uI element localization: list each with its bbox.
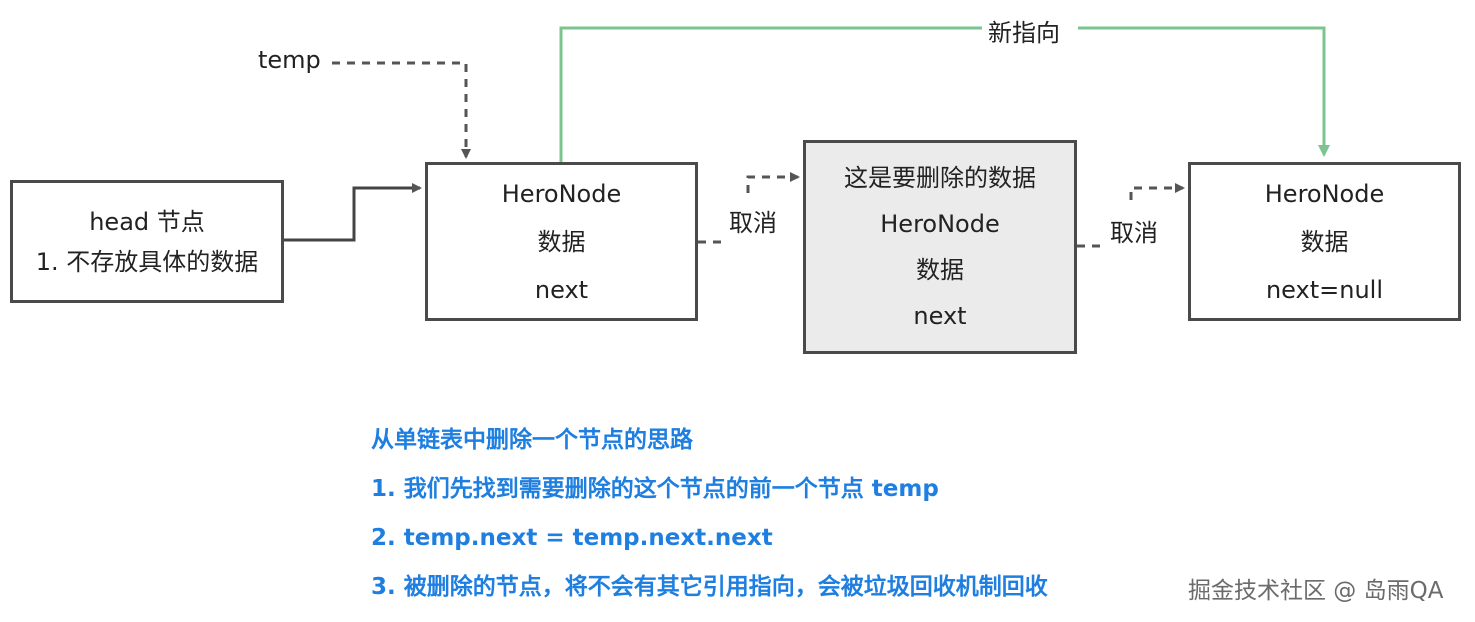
deleted-node: 这是要删除的数据 HeroNode 数据 next <box>803 140 1077 354</box>
head-node-desc: 1. 不存放具体的数据 <box>35 247 259 276</box>
cancel-label-1: 取消 <box>729 209 777 237</box>
notes-step-3: 3. 被删除的节点，将不会有其它引用指向，会被垃圾回收机制回收 <box>371 574 1048 600</box>
cancelled-link-1-arrow <box>746 172 800 193</box>
head-node: head 节点 1. 不存放具体的数据 <box>10 180 284 303</box>
last-node-next: next=null <box>1265 275 1384 304</box>
last-node-class: HeroNode <box>1264 179 1385 208</box>
cancelled-link-2-arrow <box>1129 183 1185 200</box>
temp-node: HeroNode 数据 next <box>425 162 698 321</box>
last-node-data: 数据 <box>1300 227 1349 256</box>
deleted-node-class: HeroNode <box>880 210 1000 238</box>
deleted-node-next: next <box>913 302 967 330</box>
head-to-node-arrow <box>284 183 422 242</box>
new-pointer-arrow <box>559 26 1330 162</box>
notes-step-1: 1. 我们先找到需要删除的这个节点的前一个节点 temp <box>371 476 939 502</box>
watermark: 掘金技术社区 @ 岛雨QA <box>1188 578 1444 604</box>
deleted-node-note: 这是要删除的数据 <box>844 164 1036 192</box>
temp-pointer-arrow <box>332 61 471 159</box>
temp-node-class: HeroNode <box>501 179 622 208</box>
new-pointer-label-bg <box>982 12 1078 44</box>
last-node: HeroNode 数据 next=null <box>1188 162 1461 321</box>
head-node-title: head 节点 <box>89 207 205 236</box>
deleted-node-data: 数据 <box>916 256 964 284</box>
explanation-notes: 从单链表中删除一个节点的思路 1. 我们先找到需要删除的这个节点的前一个节点 t… <box>371 420 1048 616</box>
cancel-label-2: 取消 <box>1110 219 1158 247</box>
notes-step-2: 2. temp.next = temp.next.next <box>371 525 773 551</box>
temp-node-data: 数据 <box>537 227 586 256</box>
new-pointer-label: 新指向 <box>988 19 1060 47</box>
notes-title: 从单链表中删除一个节点的思路 <box>371 427 693 453</box>
temp-node-next: next <box>534 275 589 304</box>
temp-label: temp <box>258 46 321 74</box>
